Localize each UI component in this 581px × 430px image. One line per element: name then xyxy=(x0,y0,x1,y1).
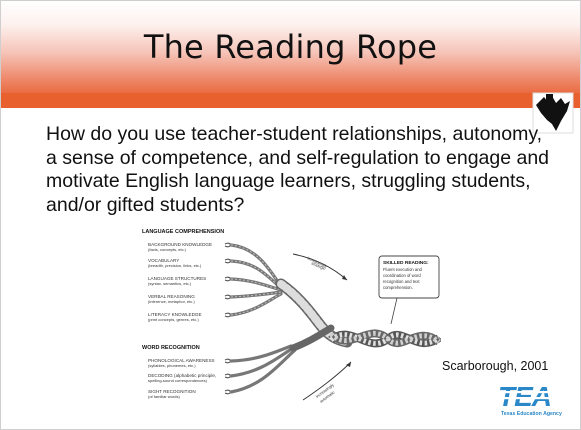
skilled-reading-heading: SKILLED READING: xyxy=(383,260,429,266)
tea-logo: TEA Texas Education Agency xyxy=(498,381,562,417)
word-strands xyxy=(229,344,297,394)
arrow-strategic-line2: strategic xyxy=(311,260,327,271)
strand-vocabulary: VOCABULARY xyxy=(148,258,179,263)
strand-decoding: DECODING (alphabetic principle, xyxy=(148,373,216,378)
arrow-automatic: increasingly automatic xyxy=(302,361,352,404)
skilled-reading-box: SKILLED READING: Fluent execution and co… xyxy=(378,255,440,325)
strand-phonological-awareness-detail: (syllables, phonemes, etc.) xyxy=(148,363,196,368)
tea-logo-letters: TEA xyxy=(498,381,551,412)
strand-background-knowledge: BACKGROUND KNOWLEDGE xyxy=(148,242,212,247)
arrow-strategic: increasingly strategic xyxy=(292,253,348,281)
strand-hooks xyxy=(224,242,232,395)
slide-question: How do you use teacher-student relations… xyxy=(46,123,550,216)
strand-literacy-knowledge: LITERACY KNOWLEDGE xyxy=(148,312,202,317)
word-rope xyxy=(289,324,335,352)
tea-logo-name: Texas Education Agency xyxy=(501,411,562,417)
header-band xyxy=(1,93,580,108)
slide-header: The Reading Rope xyxy=(1,1,580,108)
language-strand-texture xyxy=(230,244,282,316)
strand-verbal-reasoning-detail: (inference, metaphor, etc.) xyxy=(148,299,195,304)
texas-badge-icon xyxy=(532,92,574,134)
language-comprehension-heading: LANGUAGE COMPREHENSION xyxy=(142,229,224,235)
braided-rope xyxy=(328,329,441,348)
skilled-reading-line-1: Fluent execution and xyxy=(383,267,423,272)
strand-literacy-knowledge-detail: (print concepts, genres, etc.) xyxy=(148,317,199,322)
strand-background-knowledge-detail: (facts, concepts, etc.) xyxy=(148,247,187,252)
strand-language-structures: LANGUAGE STRUCTURES xyxy=(148,276,206,281)
word-recognition-heading: WORD RECOGNITION xyxy=(142,345,200,351)
language-strands xyxy=(229,243,283,317)
strand-phonological-awareness: PHONOLOGICAL AWARENESS xyxy=(148,358,215,363)
skilled-reading-line-2: coordination of word xyxy=(383,273,421,278)
citation: Scarborough, 2001 xyxy=(442,359,549,373)
strand-sight-recognition-detail: (of familiar words) xyxy=(148,394,180,399)
strand-decoding-detail: spelling-sound correspondences) xyxy=(148,378,208,383)
skilled-reading-line-3: recognition and text xyxy=(383,279,420,284)
skilled-reading-line-4: comprehension. xyxy=(383,285,413,290)
slide-title: The Reading Rope xyxy=(143,28,438,66)
strand-verbal-reasoning: VERBAL REASONING xyxy=(148,294,195,299)
strand-vocabulary-detail: (breadth, precision, links, etc.) xyxy=(148,263,202,268)
strand-language-structures-detail: (syntax, semantics, etc.) xyxy=(148,281,192,286)
strand-sight-recognition: SIGHT RECOGNITION xyxy=(148,389,196,394)
reading-rope-diagram: LANGUAGE COMPREHENSION BACKGROUND KNOWLE… xyxy=(142,229,441,404)
